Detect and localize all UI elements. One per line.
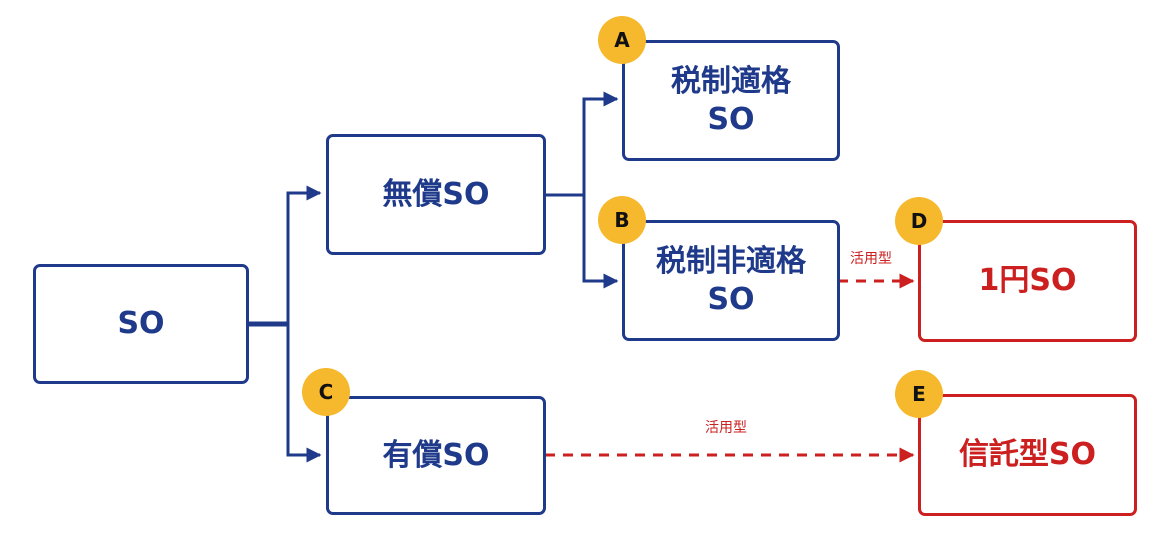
node-one-yen-so-label: 1円SO xyxy=(978,263,1077,299)
node-tax-qualified-line1: 税制適格 xyxy=(671,64,791,99)
node-tax-nonqualified-so: 税制非適格 SO xyxy=(622,220,840,341)
edge-root-to-free xyxy=(248,185,322,326)
node-paid-so: 有償SO xyxy=(326,396,546,515)
node-trust-so-label: 信託型SO xyxy=(958,437,1097,473)
edge-label-paid-to-trust: 活用型 xyxy=(705,420,747,436)
node-tax-qualified-line2: SO xyxy=(707,101,755,137)
node-one-yen-so: 1円SO xyxy=(918,220,1137,342)
edge-label-nonqualified-to-one-yen: 活用型 xyxy=(850,251,892,267)
node-free-so: 無償SO xyxy=(326,134,546,255)
node-tax-nonqualified-line1: 税制非適格 xyxy=(656,244,806,279)
node-tax-qualified-so: 税制適格 SO xyxy=(622,40,840,161)
node-tax-nonqualified-line2: SO xyxy=(707,281,755,317)
badge-a: A xyxy=(598,16,646,64)
badge-b: B xyxy=(598,196,646,244)
node-trust-so: 信託型SO xyxy=(918,394,1137,516)
node-so-label: SO xyxy=(117,306,165,342)
node-so: SO xyxy=(33,264,249,384)
edge-free-to-tax-qualified xyxy=(545,91,619,197)
badge-c: C xyxy=(302,368,350,416)
badge-e: E xyxy=(895,370,943,418)
edge-free-to-tax-nonqualified xyxy=(545,193,619,289)
node-free-so-label: 無償SO xyxy=(382,176,490,212)
node-paid-so-label: 有償SO xyxy=(382,437,490,473)
badge-d: D xyxy=(895,197,943,245)
